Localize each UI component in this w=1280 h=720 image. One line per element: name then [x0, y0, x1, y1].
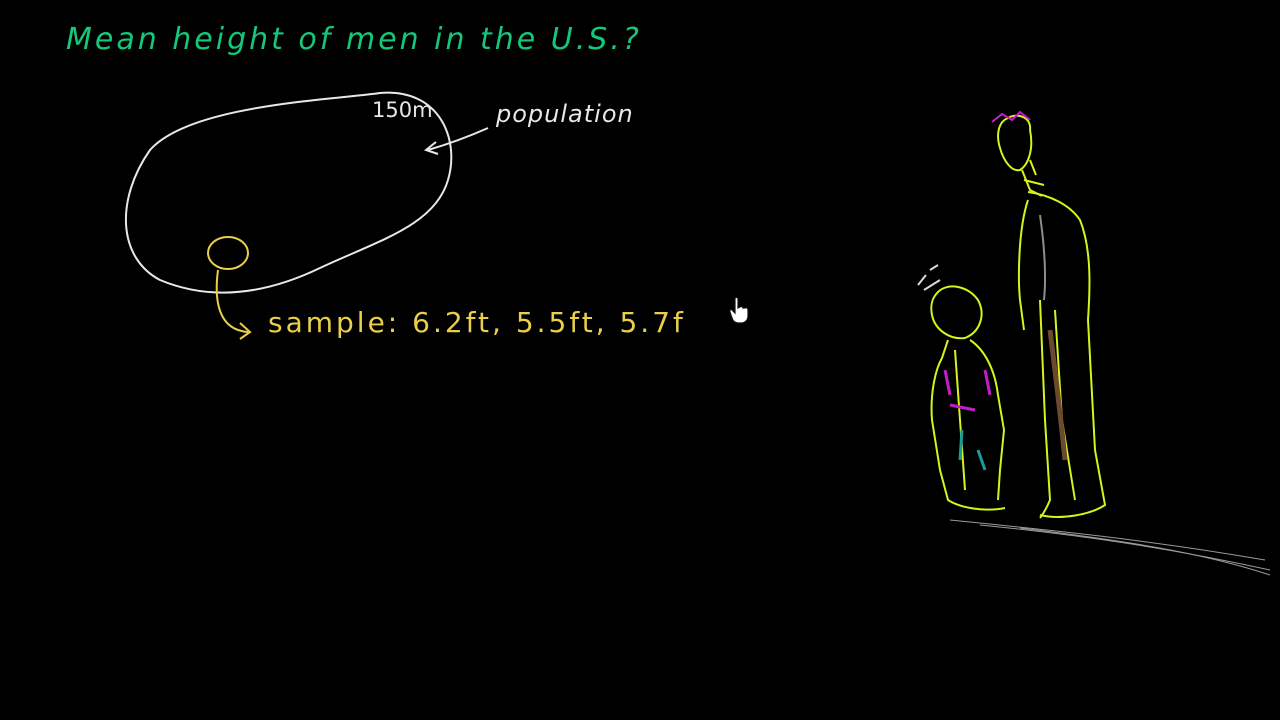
population-size-label: 150m: [372, 98, 433, 122]
sample-values: 6.2ft, 5.5ft, 5.7f: [412, 306, 686, 339]
sample-text: sample: 6.2ft, 5.5ft, 5.7f: [268, 306, 686, 339]
sample-circle: [207, 236, 249, 270]
short-person-figure: [930, 285, 1006, 511]
tall-man-figure: [997, 114, 1107, 519]
population-label: population: [496, 100, 634, 128]
population-arrow: [427, 127, 489, 151]
population-blob: [124, 91, 453, 294]
sample-arrow-head: [239, 322, 252, 340]
short-person-accents: [917, 264, 992, 471]
hand-pointer-icon: [729, 296, 749, 324]
population-arrow-head: [423, 141, 439, 155]
ground-shadow: [949, 519, 1271, 576]
tall-man-accents: [991, 110, 1068, 461]
sample-arrow: [215, 269, 249, 333]
sample-label: sample:: [268, 306, 401, 339]
question-title: Mean height of men in the U.S.?: [66, 22, 642, 57]
